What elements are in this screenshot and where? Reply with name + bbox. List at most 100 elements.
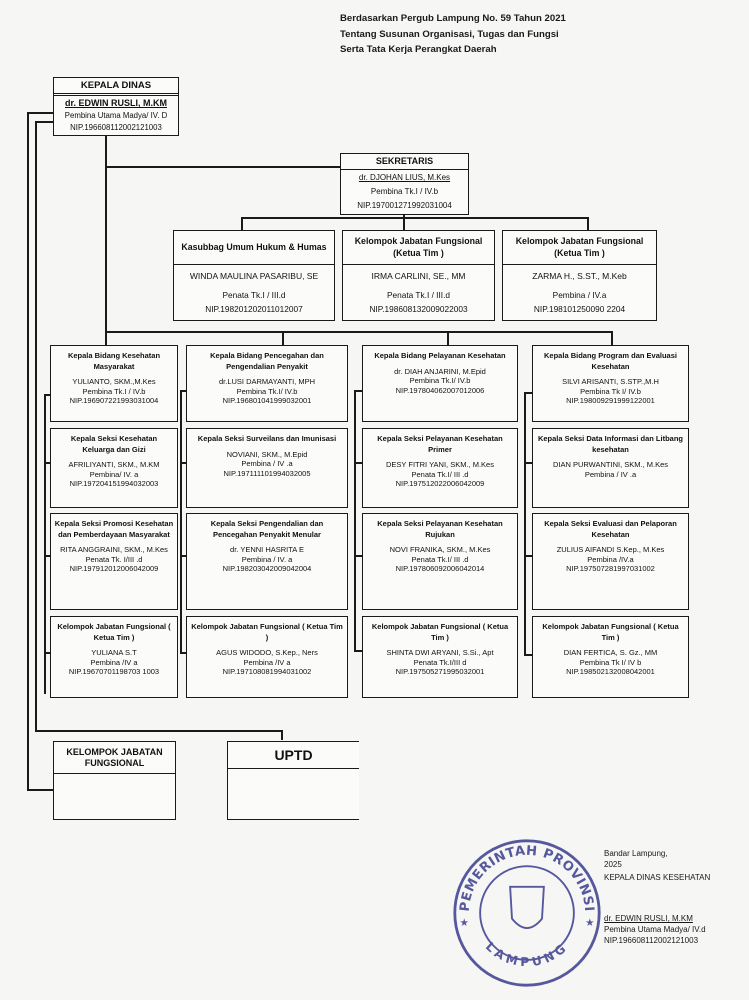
box-title: Kepala Seksi Kesehatan Keluarga dan Gizi — [70, 434, 158, 454]
sekretaris-name: dr. DJOHAN LIUS, M.Kes — [358, 173, 451, 182]
unit-nip: NIP.198201202011012007 — [205, 304, 303, 314]
box-rank: Penata Tk.I/ III .d — [411, 554, 469, 564]
seksi-box: Kelompok Jabatan Fungsional ( Ketua Tim … — [362, 616, 518, 698]
box-rank: Pembina Tk.I / IV.b — [82, 386, 146, 396]
seksi-box: Kepala Seksi Kesehatan Keluarga dan Gizi… — [50, 428, 178, 508]
box-name: NOVIANI, SKM., M.Epid — [226, 449, 308, 459]
bidang-head-box: Kepala Bidang Program dan Evaluasi Keseh… — [532, 345, 689, 422]
box-rank: Pembina / IV .a — [584, 469, 637, 479]
bidang-head-box: Kepala Bidang Pencegahan dan Pengendalia… — [186, 345, 348, 422]
header-line: Serta Tata Kerja Perangkat Daerah — [340, 44, 497, 56]
box-rank: Penata Tk.I/ III .d — [411, 469, 469, 479]
box-rank: Pembina Tk.I/ IV.b — [236, 386, 298, 396]
kepala-dinas-box: KEPALA DINAS dr. EDWIN RUSLI, M.KM Pembi… — [53, 77, 179, 136]
box-nip: NIP.197111101994032005 — [223, 468, 311, 478]
seksi-box: Kelompok Jabatan Fungsional ( Ketua Tim … — [532, 616, 689, 698]
box-title: Kepala Bidang Pencegahan dan Pengendalia… — [210, 351, 324, 371]
sekretaris-rank: Pembina Tk.I / IV.b — [370, 187, 439, 196]
box-nip: NIP.197912012006042009 — [69, 564, 159, 573]
seksi-box: Kepala Seksi Pelayanan Kesehatan Rujukan… — [362, 513, 518, 610]
seksi-box: Kelompok Jabatan Fungsional ( Ketua Tim … — [50, 616, 178, 698]
sekretaris-unit-box: Kelompok Jabatan Fungsional (Ketua Tim )… — [342, 230, 495, 321]
header-line: Berdasarkan Pergub Lampung No. 59 Tahun … — [340, 13, 566, 24]
signature-place: Bandar Lampung, — [604, 849, 668, 858]
stamp-top-text: PEMERINTAH PROVINSI — [458, 844, 596, 913]
box-name: dr.LUSI DARMAYANTI, MPH — [219, 377, 315, 386]
box-rank: Pembina / IV .a — [241, 459, 293, 468]
box-nip: NIP.197512022006042009 — [395, 479, 485, 488]
sekretaris-title: SEKRETARIS — [341, 154, 468, 170]
box-name: SILVI ARISANTI, S.STP.,M.H — [562, 377, 659, 386]
box-title: Kepala Seksi Pelayanan Kesehatan Primer — [377, 434, 503, 454]
box-title: Kepala Seksi Pengendalian dan Pencegahan… — [210, 519, 324, 539]
box-nip: NIP.197108081994031002 — [222, 667, 312, 676]
signature-block: Bandar Lampung, 2025 KEPALA DINAS KESEHA… — [604, 848, 710, 946]
box-name: DESY FITRI YANI, SKM., M.Kes — [386, 460, 494, 469]
unit-name: ZARMA H., S.ST., M.Keb — [532, 271, 627, 281]
box-name: AGUS WIDODO, S.Kep., Ners — [216, 648, 318, 657]
box-name: YULIANTO, SKM.,M.Kes — [72, 377, 156, 386]
unit-name: WINDA MAULINA PASARIBU, SE — [189, 271, 319, 281]
box-title: Kepala Seksi Data Informasi dan Litbang … — [537, 434, 684, 454]
box-rank: Pembina Tk.I/ IV.b — [409, 376, 471, 385]
uptd-title: UPTD — [228, 742, 359, 769]
box-rank: Pembina / IV. a — [241, 554, 293, 564]
box-name: YULIANA S.T — [91, 648, 137, 657]
box-nip: NIP.196907221993031004 — [69, 396, 159, 405]
box-title: Kepala Seksi Promosi Kesehatan dan Pembe… — [54, 519, 174, 539]
signature-nip: NIP.196608112002121003 — [604, 936, 699, 945]
unit-title: Kasubbag Umum Hukum & Humas — [174, 231, 334, 265]
box-title: Kelompok Jabatan Fungsional ( Ketua Tim … — [191, 622, 343, 642]
box-rank: Pembina Tk I/ IV b — [579, 657, 642, 667]
uptd-box: UPTD — [227, 741, 359, 820]
sekretaris-unit-box: Kasubbag Umum Hukum & Humas WINDA MAULIN… — [173, 230, 335, 321]
kepala-dinas-rank: Pembina Utama Madya/ IV. D — [64, 111, 168, 120]
box-nip: NIP.196801041999032001 — [222, 396, 312, 405]
box-rank: Penata Tk. I/III .d — [85, 554, 143, 564]
box-nip: NIP.197204151994032003 — [69, 479, 159, 488]
box-rank: Pembina /IV a — [243, 657, 291, 667]
svg-text:PEMERINTAH PROVINSI: PEMERINTAH PROVINSI — [458, 844, 596, 913]
signature-name: dr. EDWIN RUSLI, M.KM — [604, 914, 693, 923]
unit-name: IRMA CARLINI, SE., MM — [371, 271, 466, 281]
sekretaris-nip: NIP.197001271992031004 — [357, 201, 452, 210]
box-rank: Penata Tk.I/III d — [413, 657, 467, 667]
sekretaris-box: SEKRETARIS dr. DJOHAN LIUS, M.Kes Pembin… — [340, 153, 469, 215]
box-rank: Pembina /IV.a — [587, 554, 634, 564]
box-name: AFRILIYANTI, SKM., M.KM — [68, 460, 160, 469]
unit-rank: Pembina / IV.a — [552, 290, 607, 300]
box-name: DIAN PURWANTINI, SKM., M.Kes — [552, 460, 668, 469]
kepala-dinas-name: dr. EDWIN RUSLI, M.KM — [65, 98, 167, 108]
box-nip: NIP.197804062007012006 — [395, 385, 485, 395]
official-stamp: PEMERINTAH PROVINSI LAMPUNG ★ ★ — [453, 839, 601, 987]
seksi-box: Kepala Seksi Data Informasi dan Litbang … — [532, 428, 689, 508]
box-name: SHINTA DWI ARYANI, S.Si., Apt — [386, 648, 494, 657]
box-title: Kepala Bidang Kesehatan Masyarakat — [67, 351, 161, 371]
unit-rank: Penata Tk.I / III.d — [222, 290, 286, 300]
regulation-header: Berdasarkan Pergub Lampung No. 59 Tahun … — [340, 11, 566, 58]
box-nip: NIP.19670701198703 1003 — [68, 667, 160, 676]
stamp-bottom-text: LAMPUNG — [483, 939, 568, 969]
box-nip: NIP.197505271995032001 — [395, 667, 485, 676]
box-name: DIAN FERTICA, S. Gz., MM — [563, 648, 658, 657]
signature-position: KEPALA DINAS KESEHATAN — [604, 873, 711, 882]
seksi-box: Kepala Seksi Pengendalian dan Pencegahan… — [186, 513, 348, 610]
box-nip: NIP.198203042009042004 — [222, 564, 312, 573]
box-title: Kelompok Jabatan Fungsional ( Ketua Tim … — [57, 622, 171, 642]
box-nip: NIP.198502132008042001 — [566, 667, 655, 676]
unit-nip: NIP.198101250090 2204 — [533, 304, 626, 314]
unit-nip: NIP.198608132009022003 — [369, 304, 468, 314]
box-nip: NIP.198009291999122001 — [566, 396, 655, 405]
box-title: Kelompok Jabatan Fungsional ( Ketua Tim … — [371, 622, 509, 642]
box-title: Kepala Bidang Pelayanan Kesehatan — [374, 351, 506, 360]
seksi-box: Kepala Seksi Promosi Kesehatan dan Pembe… — [50, 513, 178, 610]
box-nip: NIP.197507281997031002 — [566, 564, 655, 573]
box-title: Kepala Seksi Surveilans dan Imunisasi — [197, 434, 337, 443]
seksi-box: Kepala Seksi Evaluasi dan Pelaporan Kese… — [532, 513, 689, 610]
box-rank: Pembina/ IV. a — [89, 469, 139, 479]
shield-emblem-icon — [509, 885, 545, 929]
box-name: dr. DIAH ANJARINI, M.Epid — [394, 366, 486, 376]
svg-text:★: ★ — [460, 918, 469, 929]
box-title: Kepala Seksi Evaluasi dan Pelaporan Kese… — [544, 519, 677, 539]
bidang-head-box: Kepala Bidang Pelayanan Kesehatan dr. DIA… — [362, 345, 518, 422]
